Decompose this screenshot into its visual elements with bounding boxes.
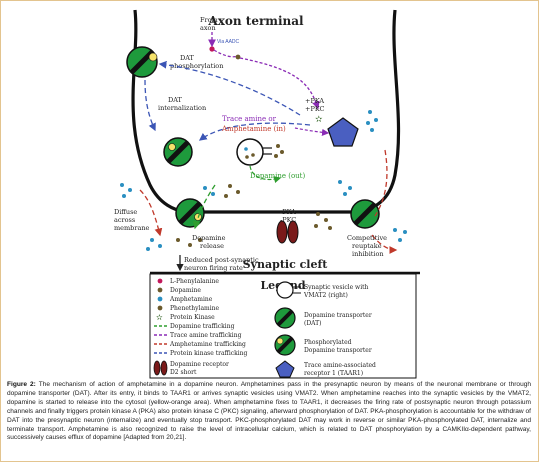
d2-receptor <box>276 220 299 244</box>
protein-kinase-star: ✫ <box>315 115 323 125</box>
legend-vesicle-2: VMAT2 (right) <box>303 292 348 299</box>
legend-dat-2: (DAT) <box>304 320 322 327</box>
trace-amine-label: Trace amine or <box>222 115 277 123</box>
dat-phosphorylation-label-1: DAT <box>180 54 195 62</box>
from-axon-label-1: From <box>200 16 218 24</box>
pka-pkc-minus-2: -PKC <box>280 216 296 224</box>
via-aadc-label: Via AADC <box>217 39 240 45</box>
taar1-pentagon <box>327 117 359 147</box>
diffuse-label-3: membrane <box>114 224 150 232</box>
pka-pkc-plus-2: +PKC <box>305 105 325 113</box>
figure-caption: Figure 2: The mechanism of action of amp… <box>7 381 531 443</box>
dat-internalized <box>163 137 193 167</box>
legend-dopamine: Dopamine <box>170 287 201 294</box>
caption-label: Figure 2: <box>7 381 36 388</box>
dat-top-left <box>126 46 158 78</box>
l-phenylalanine-dot <box>209 46 215 52</box>
competitive-label-3: inhibition <box>352 250 384 258</box>
caption-text: The mechanism of action of amphetamine i… <box>7 381 531 442</box>
competitive-label-2: reuptake <box>352 242 382 250</box>
pka-pkc-minus-1: -PKA <box>280 208 296 216</box>
legend-d2-receptor: Dopamine receptor <box>170 361 229 368</box>
dopamine-release-label-2: release <box>200 242 224 250</box>
reduced-firing-label-1: Reduced post-synaptic <box>184 256 259 264</box>
amphetamine-in-label: Amphetamine (in) <box>221 125 286 133</box>
dopamine-out-label: Dopamine (out) <box>250 172 306 180</box>
legend-protein-kinase: Protein Kinase <box>170 314 215 321</box>
dopamine-release-label-1: Dopamine <box>192 234 226 242</box>
legend-phenethylamine: Phenethylamine <box>170 305 220 312</box>
pka-pkc-plus-1: +PKA <box>305 97 324 105</box>
dat-release <box>175 198 205 228</box>
legend-pdat-2: Dopamine transporter <box>304 347 372 354</box>
dat-reuptake <box>350 199 380 229</box>
legend-protein-kinase-trafficking: Protein kinase trafficking <box>170 350 248 357</box>
dat-internalization-label-2: internalization <box>158 104 206 112</box>
dat-internalization-label-1: DAT <box>168 96 183 104</box>
axon-terminal-title: Axon terminal <box>207 14 304 28</box>
legend-taar1-2: receptor 1 (TAAR1) <box>304 370 363 377</box>
legend-dat-1: Dopamine transporter <box>304 312 372 319</box>
legend-l-phenylalanine: L-Phenylalanine <box>170 278 219 285</box>
legend-taar1-1: Trace amine-associated <box>304 362 376 369</box>
diffuse-label-1: Diffuse <box>114 208 137 216</box>
reduced-firing-label-2: neuron firing rate <box>184 264 243 272</box>
synaptic-cleft-title: Synaptic cleft <box>243 258 329 271</box>
phenethylamine-dot <box>235 54 241 60</box>
legend-d2-short: D2 short <box>170 369 197 376</box>
legend-dopamine-trafficking: Dopamine trafficking <box>170 323 235 330</box>
from-axon-label-2: axon <box>200 24 216 32</box>
legend-pdat-1: Phosphorylated <box>304 339 352 346</box>
dat-phosphorylation-label-2: phosphorylation <box>170 62 223 70</box>
competitive-label-1: Competitive <box>347 234 387 242</box>
legend-amphetamine: Amphetamine <box>169 296 213 303</box>
svg-text:✫: ✫ <box>156 313 163 322</box>
mechanism-diagram: Axon terminal Synaptic cleft From axon V… <box>114 9 420 379</box>
legend-trace-amine-trafficking: Trace amine trafficking <box>170 332 242 339</box>
synaptic-vesicle <box>236 138 272 166</box>
diffuse-label-2: across <box>114 216 135 224</box>
legend-vesicle-1: Synaptic vesicle with <box>304 284 369 291</box>
legend-amphetamine-trafficking: Amphetamine trafficking <box>169 341 246 348</box>
